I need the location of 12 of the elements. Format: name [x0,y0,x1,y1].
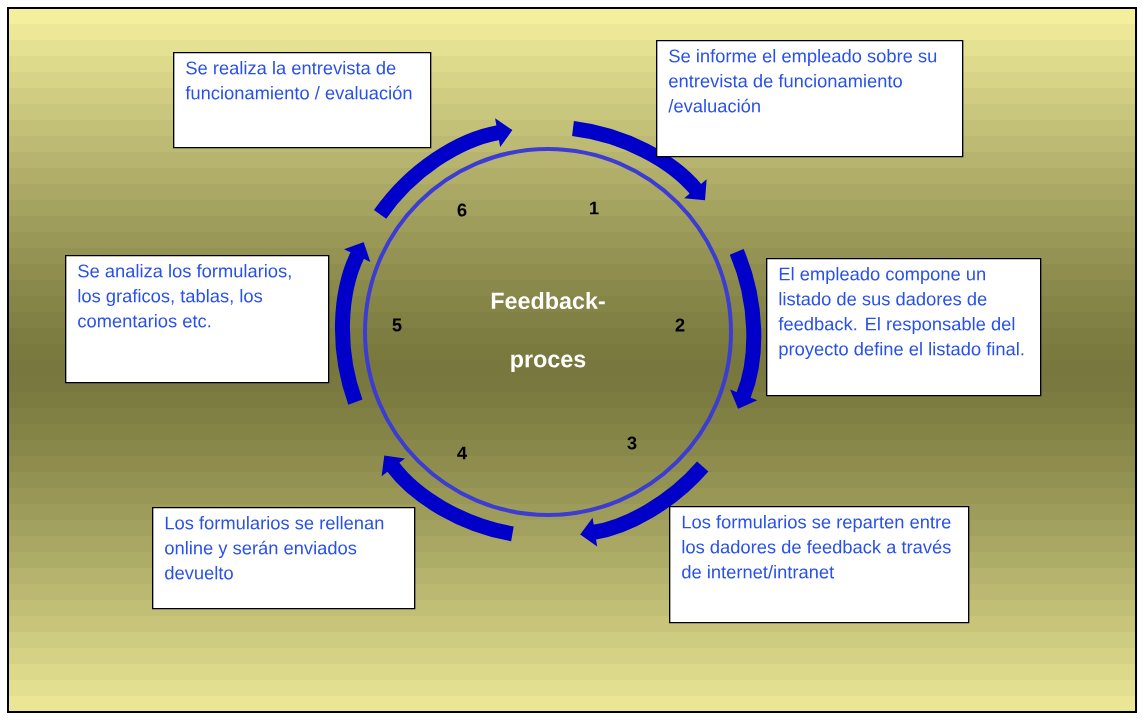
text-box: El empleado compone un listado de sus dadores de feedback. El responsable del proyecto define el listado final. [766,258,1042,397]
text-box: Los formularios se reparten entre los dadores de feedback a través de internet/intranet [669,506,970,624]
step-number: 3 [627,436,637,450]
step-number: 5 [392,318,402,332]
step-number: 6 [457,203,467,217]
text-box: Los formularios se rellenan online y serán enviados devuelto [152,507,416,610]
text-box: Se realiza la entrevista de funcionamiento / evaluación [173,52,432,149]
text-box: Se analiza los formularios, los graficos, tablas, los comentarios etc. [65,255,330,384]
step-number: 2 [675,318,685,332]
step-number: 1 [590,201,599,215]
text-box: Se informe el empleado sobre su entrevista de funcionamiento /evaluación [656,40,964,158]
step-number: 4 [457,446,467,460]
